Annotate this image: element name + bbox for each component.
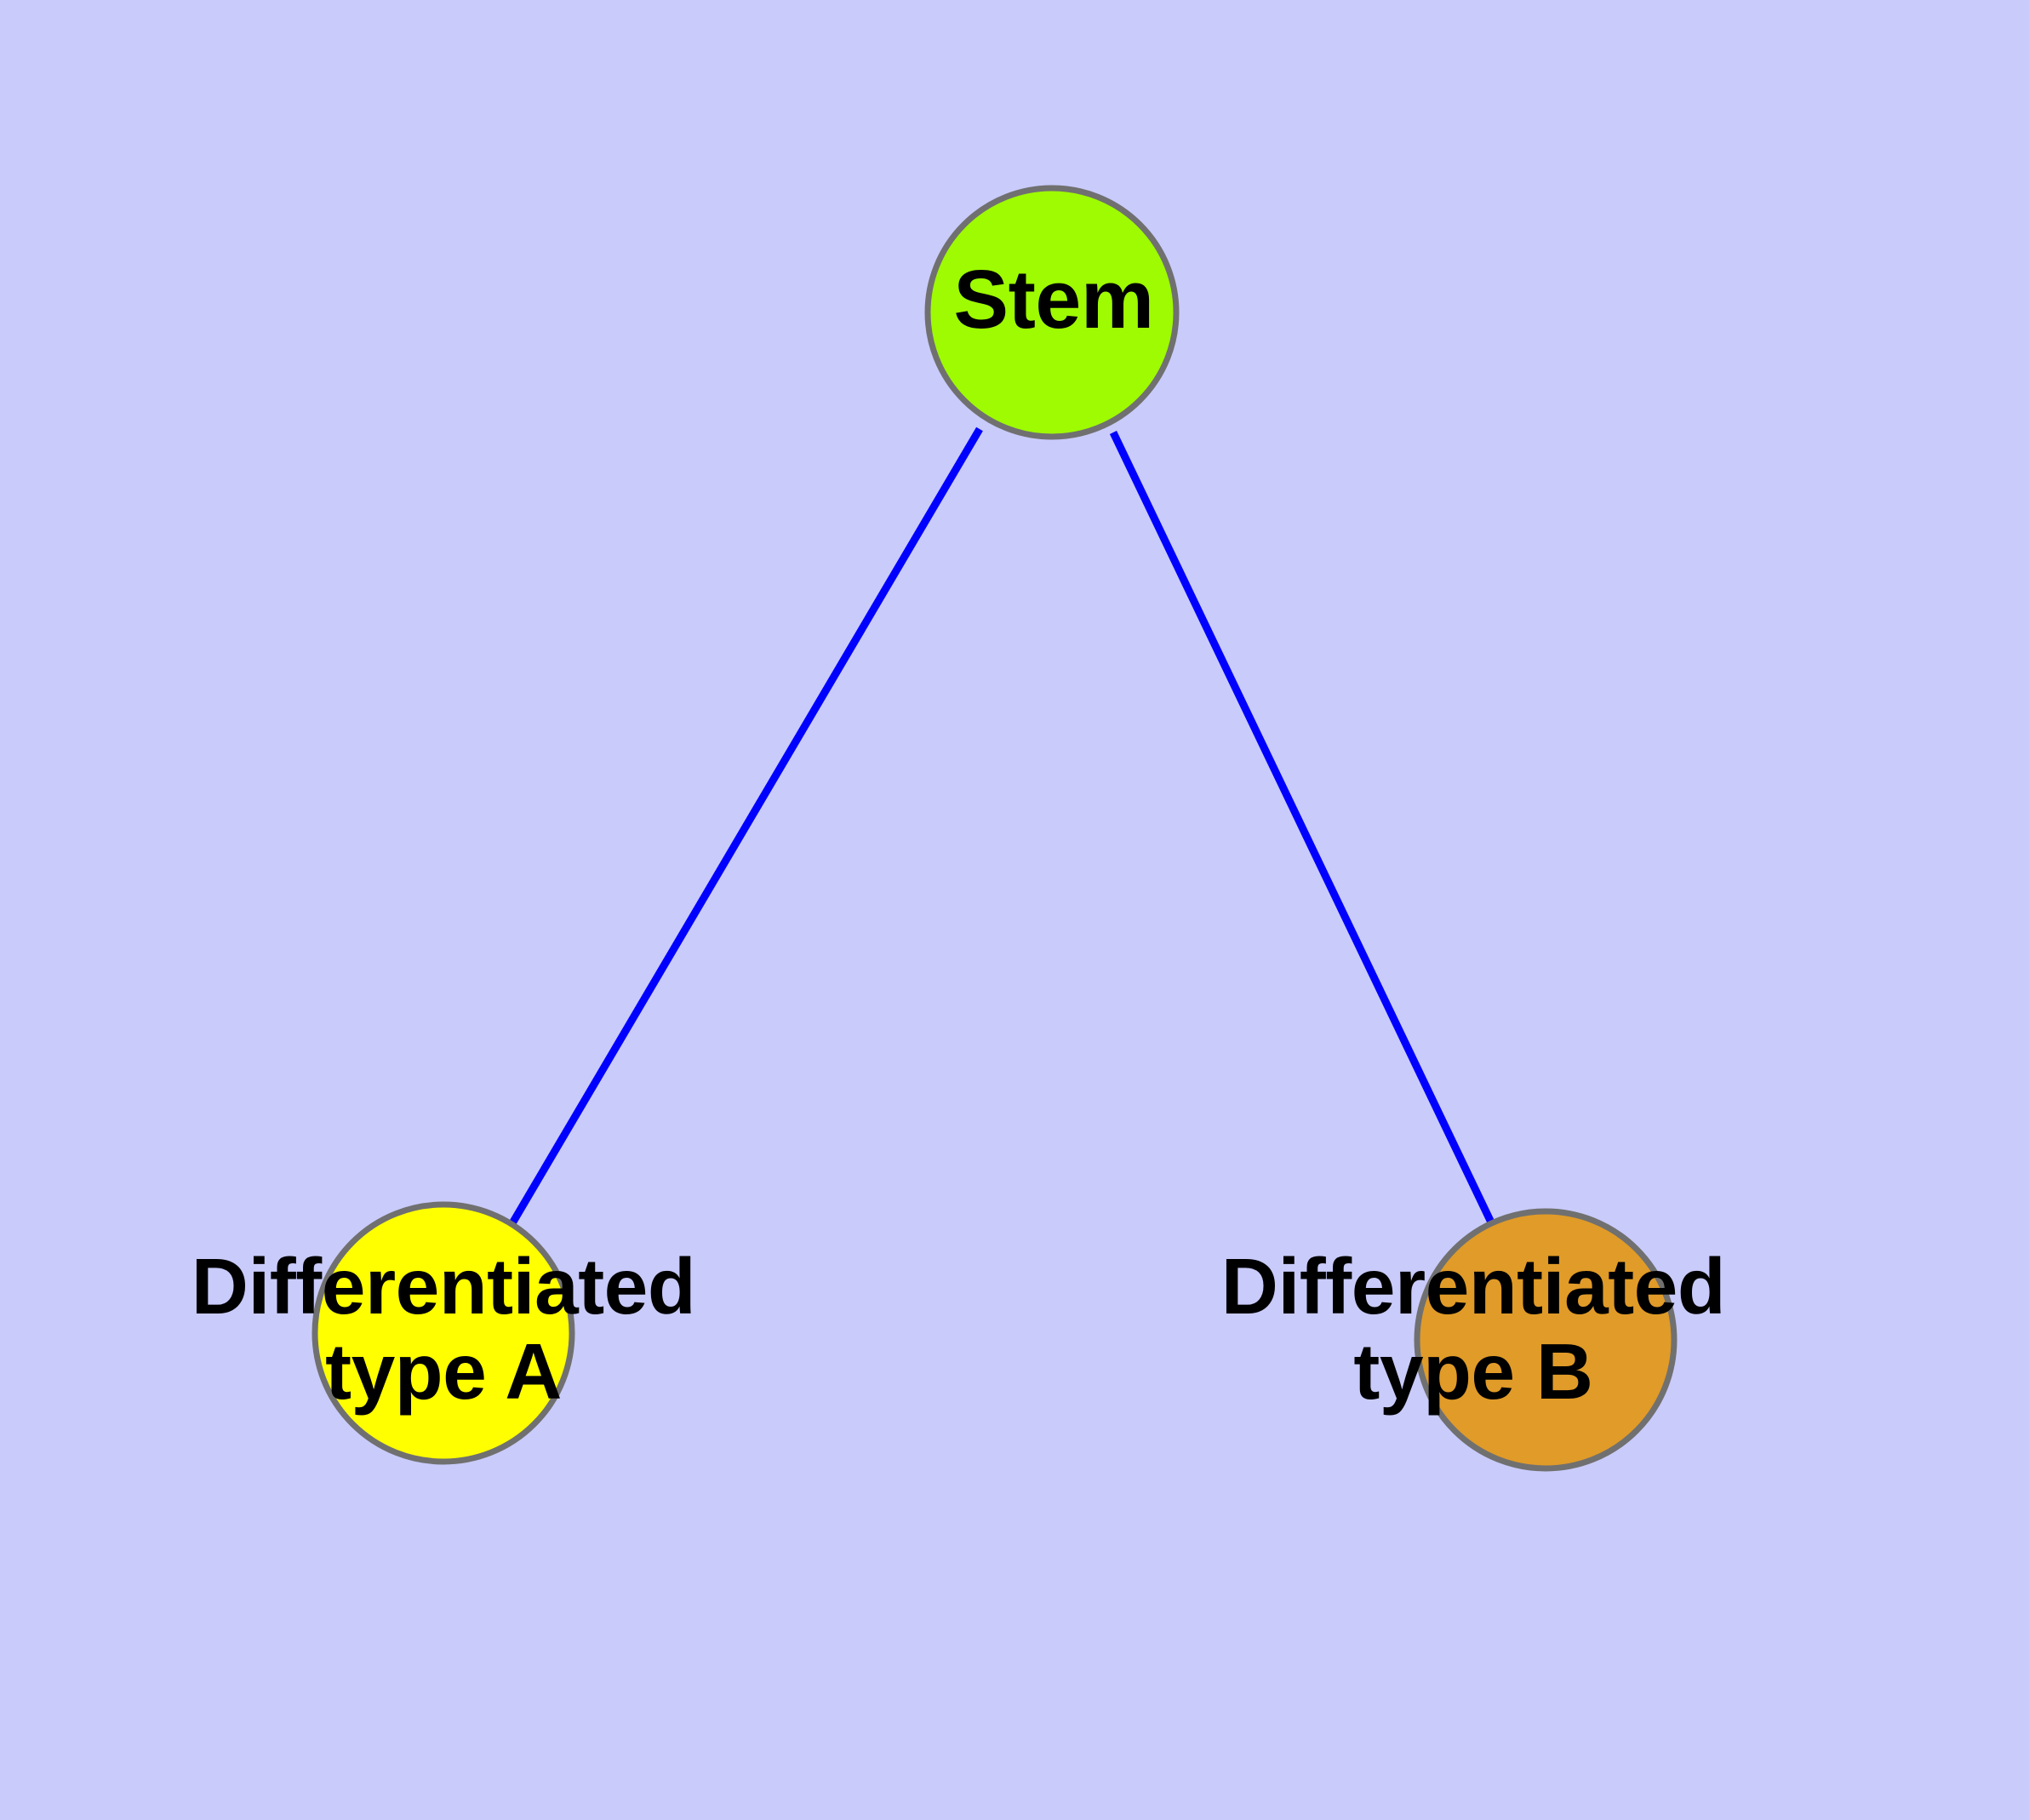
node-type-b[interactable] — [1414, 1208, 1677, 1472]
node-type-a[interactable] — [311, 1201, 575, 1465]
node-layer — [311, 185, 1677, 1472]
edge-stem-to-type-b[interactable] — [1109, 431, 1496, 1226]
node-stem[interactable] — [924, 185, 1180, 440]
edge-layer — [509, 426, 1496, 1226]
edge-stem-to-type-a[interactable] — [509, 426, 983, 1226]
